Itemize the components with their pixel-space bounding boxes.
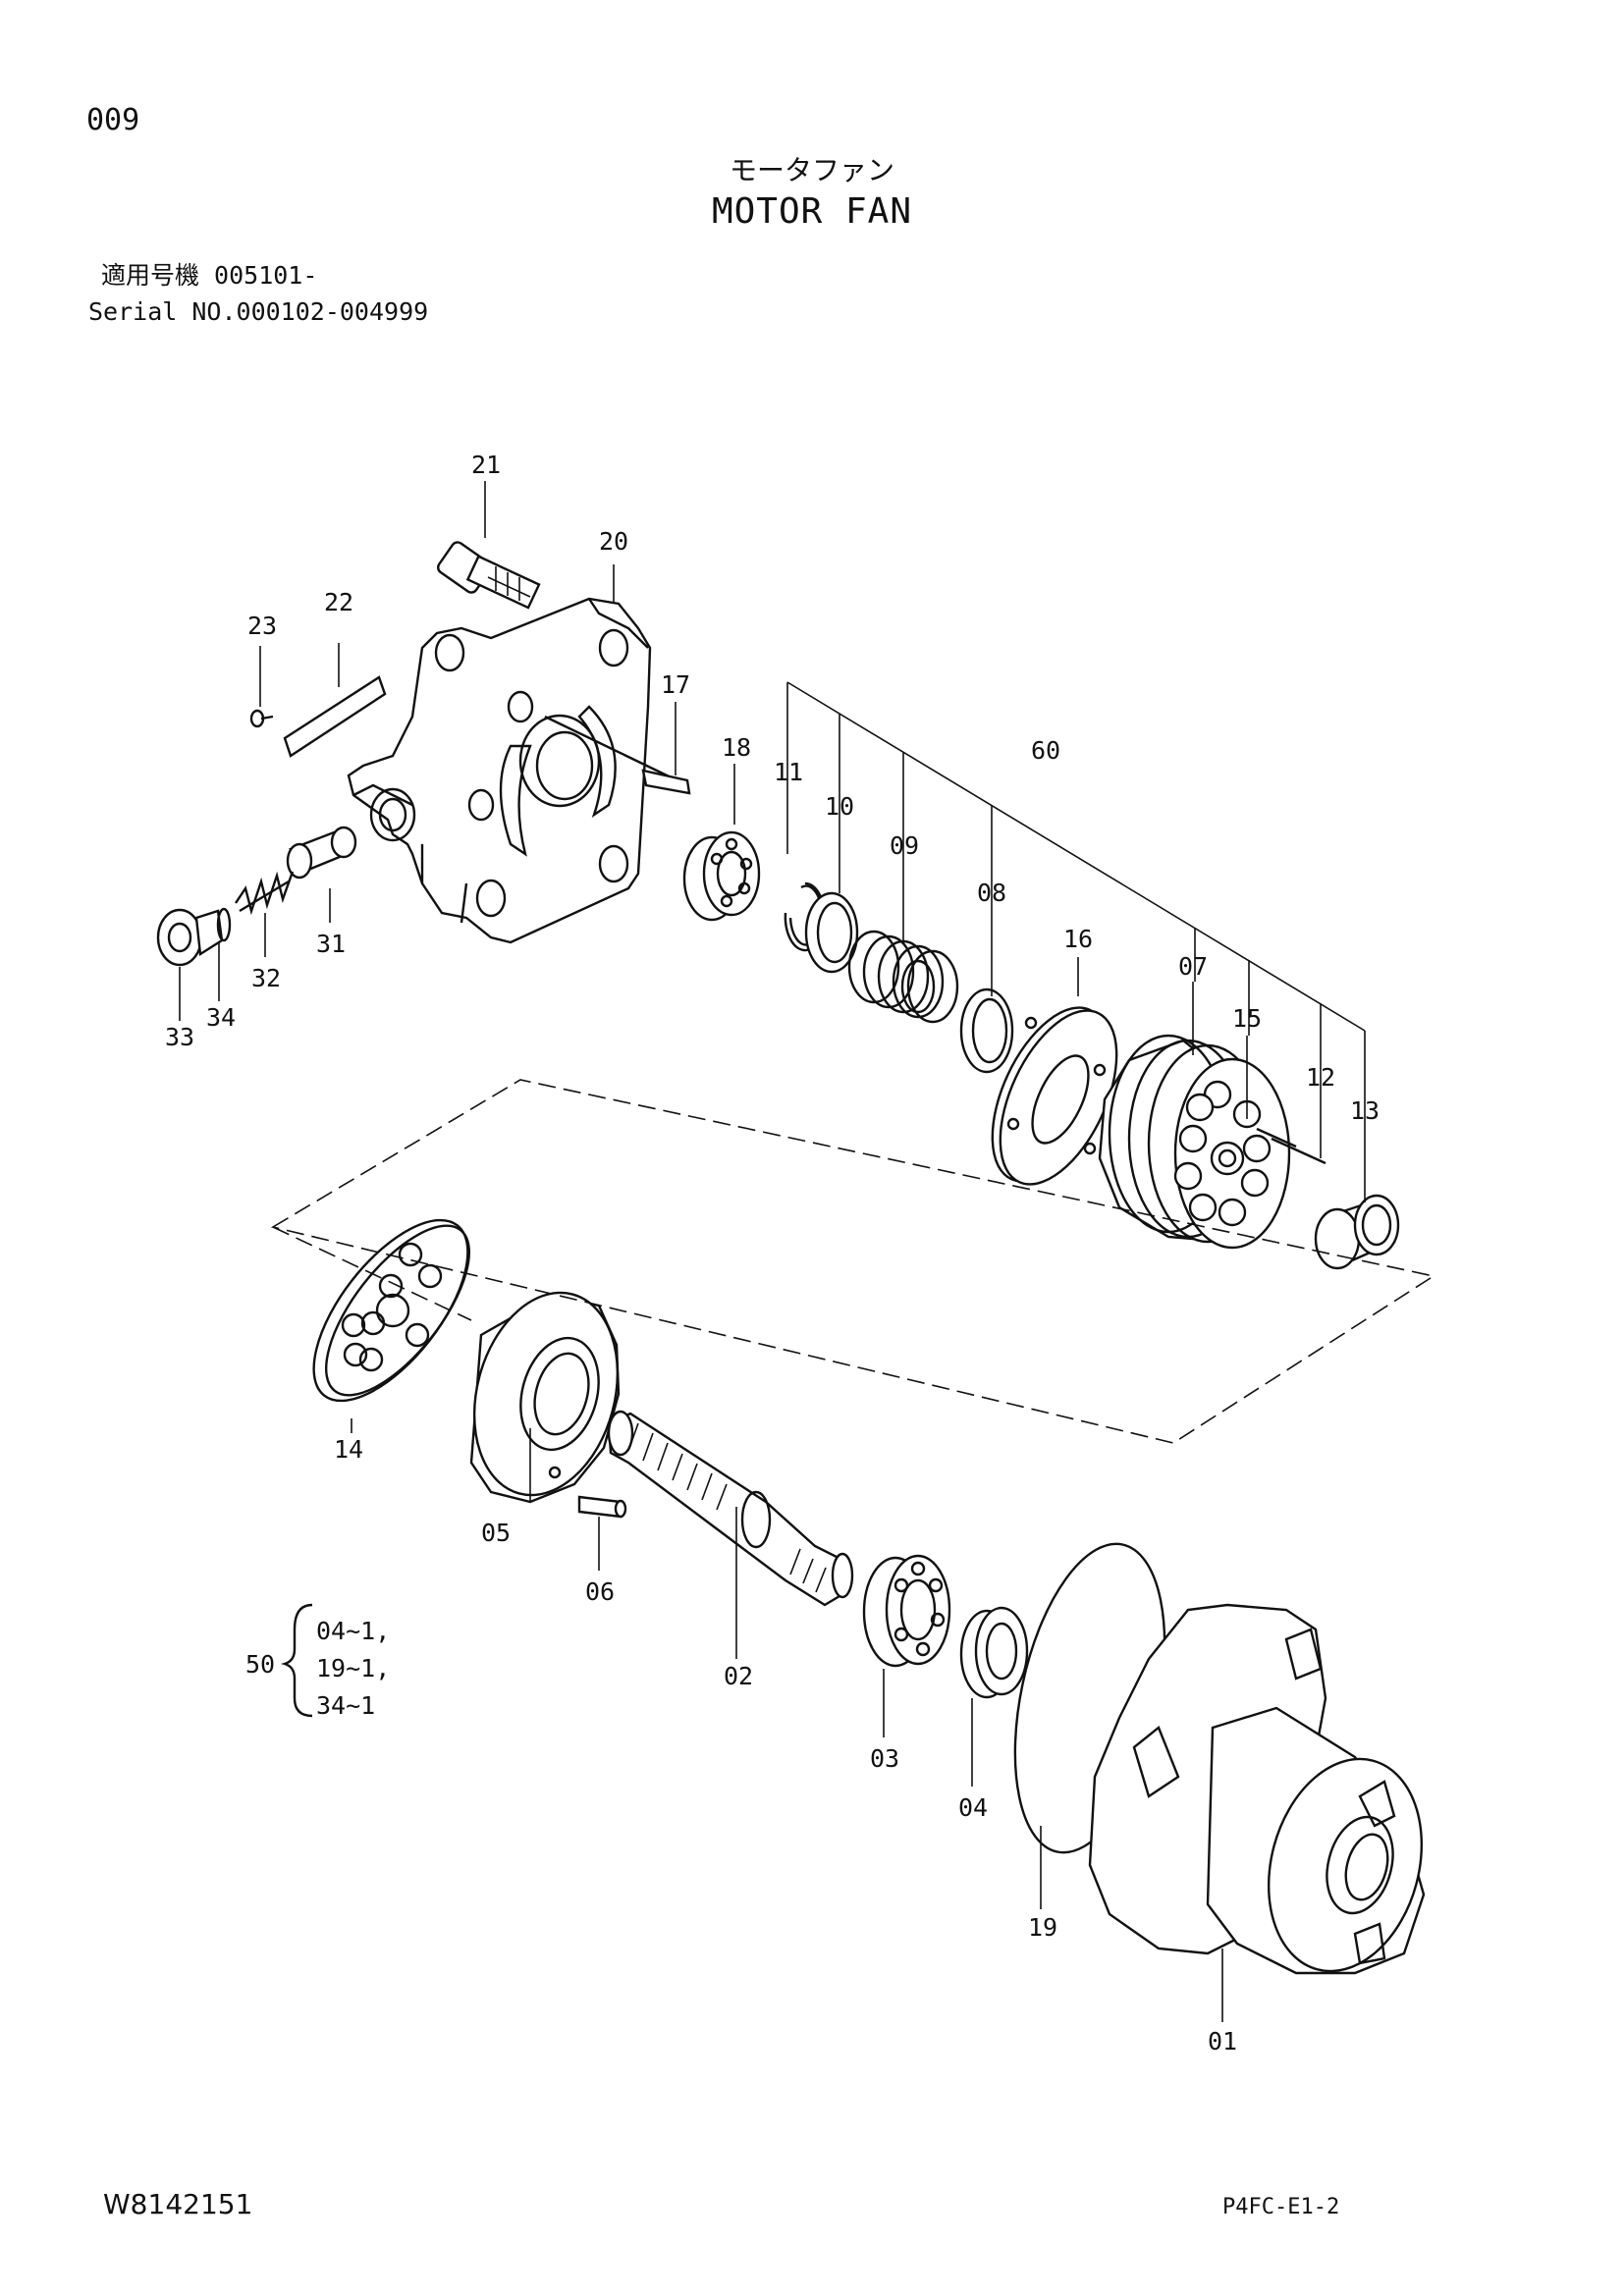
callout-17: 17 [661,670,690,699]
part-21-bolt [436,541,541,610]
callout-13: 13 [1350,1096,1380,1125]
part-20-housing [347,597,652,944]
part-14-retainer-plate [312,1218,471,1403]
part-05-swash-plate [469,1291,621,1504]
part-16-plate [991,1006,1118,1186]
serial-range: Serial NO.000102-004999 [88,297,429,326]
kit-50-item-19: 19~1, [316,1654,390,1682]
document-id: W8142151 [103,2188,253,2220]
page-code: P4FC-E1-2 [1222,2195,1340,2219]
callout-23: 23 [247,612,277,640]
callout-09: 09 [890,831,919,860]
part-33-plug [156,908,224,967]
part-13-bushing [1314,1194,1400,1270]
callout-08: 08 [977,879,1006,907]
callout-05: 05 [481,1519,511,1547]
callout-12: 12 [1306,1063,1335,1092]
callout-18: 18 [722,733,751,762]
callout-11: 11 [774,758,803,786]
callout-31: 31 [316,930,346,958]
callout-21: 21 [471,451,501,479]
part-31-valve [286,826,357,880]
callout-14: 14 [334,1435,363,1464]
callout-32: 32 [251,964,281,992]
callout-19: 19 [1028,1913,1057,1942]
callout-34: 34 [206,1003,236,1032]
serial-range-japanese: 適用号機 005101- [101,261,318,290]
callout-16: 16 [1063,925,1093,953]
part-03-bearing [862,1554,951,1668]
callout-20: 20 [599,527,628,556]
part-18-bearing [682,830,761,922]
leader-lines [179,481,1436,2022]
part-04-oil-seal [959,1606,1029,1699]
part-02-shaft [607,1410,854,1607]
kit-50-label: 50 [245,1650,275,1679]
part-32-spring [235,871,295,916]
part-07-cylinder-block [1098,1034,1291,1250]
part-09-spring [847,930,959,1024]
part-12-pin [1271,1137,1326,1165]
page-number: 009 [86,103,140,137]
kit-50-brace [280,1603,313,1718]
callout-03: 03 [870,1744,899,1773]
callout-22: 22 [324,588,353,616]
callout-04: 04 [958,1793,988,1822]
callout-60: 60 [1031,736,1060,765]
kit-50-item-34: 34~1 [316,1691,375,1720]
callout-01: 01 [1208,2027,1237,2056]
callout-10: 10 [825,792,854,821]
part-22-nameplate [283,675,387,758]
callout-15: 15 [1232,1004,1262,1033]
part-06-pin [577,1495,627,1519]
part-34-o-ring [216,907,232,942]
part-08-ring [959,988,1014,1074]
callout-02: 02 [724,1662,753,1690]
callout-07: 07 [1178,952,1208,981]
kit-50-item-04: 04~1, [316,1617,390,1645]
callout-06: 06 [585,1577,615,1606]
part-01-casing [1088,1603,1426,1975]
page-title-japanese: モータファン [729,154,894,187]
callout-labels: 21 20 23 22 17 18 11 10 09 60 08 16 07 1… [165,451,1380,2056]
part-17-pin [544,715,691,795]
part-10-ring [804,891,859,974]
part-23-rivet [249,709,274,728]
callout-33: 33 [165,1023,194,1051]
part-15-pin [1256,1127,1297,1148]
page-title: MOTOR FAN [711,191,913,232]
